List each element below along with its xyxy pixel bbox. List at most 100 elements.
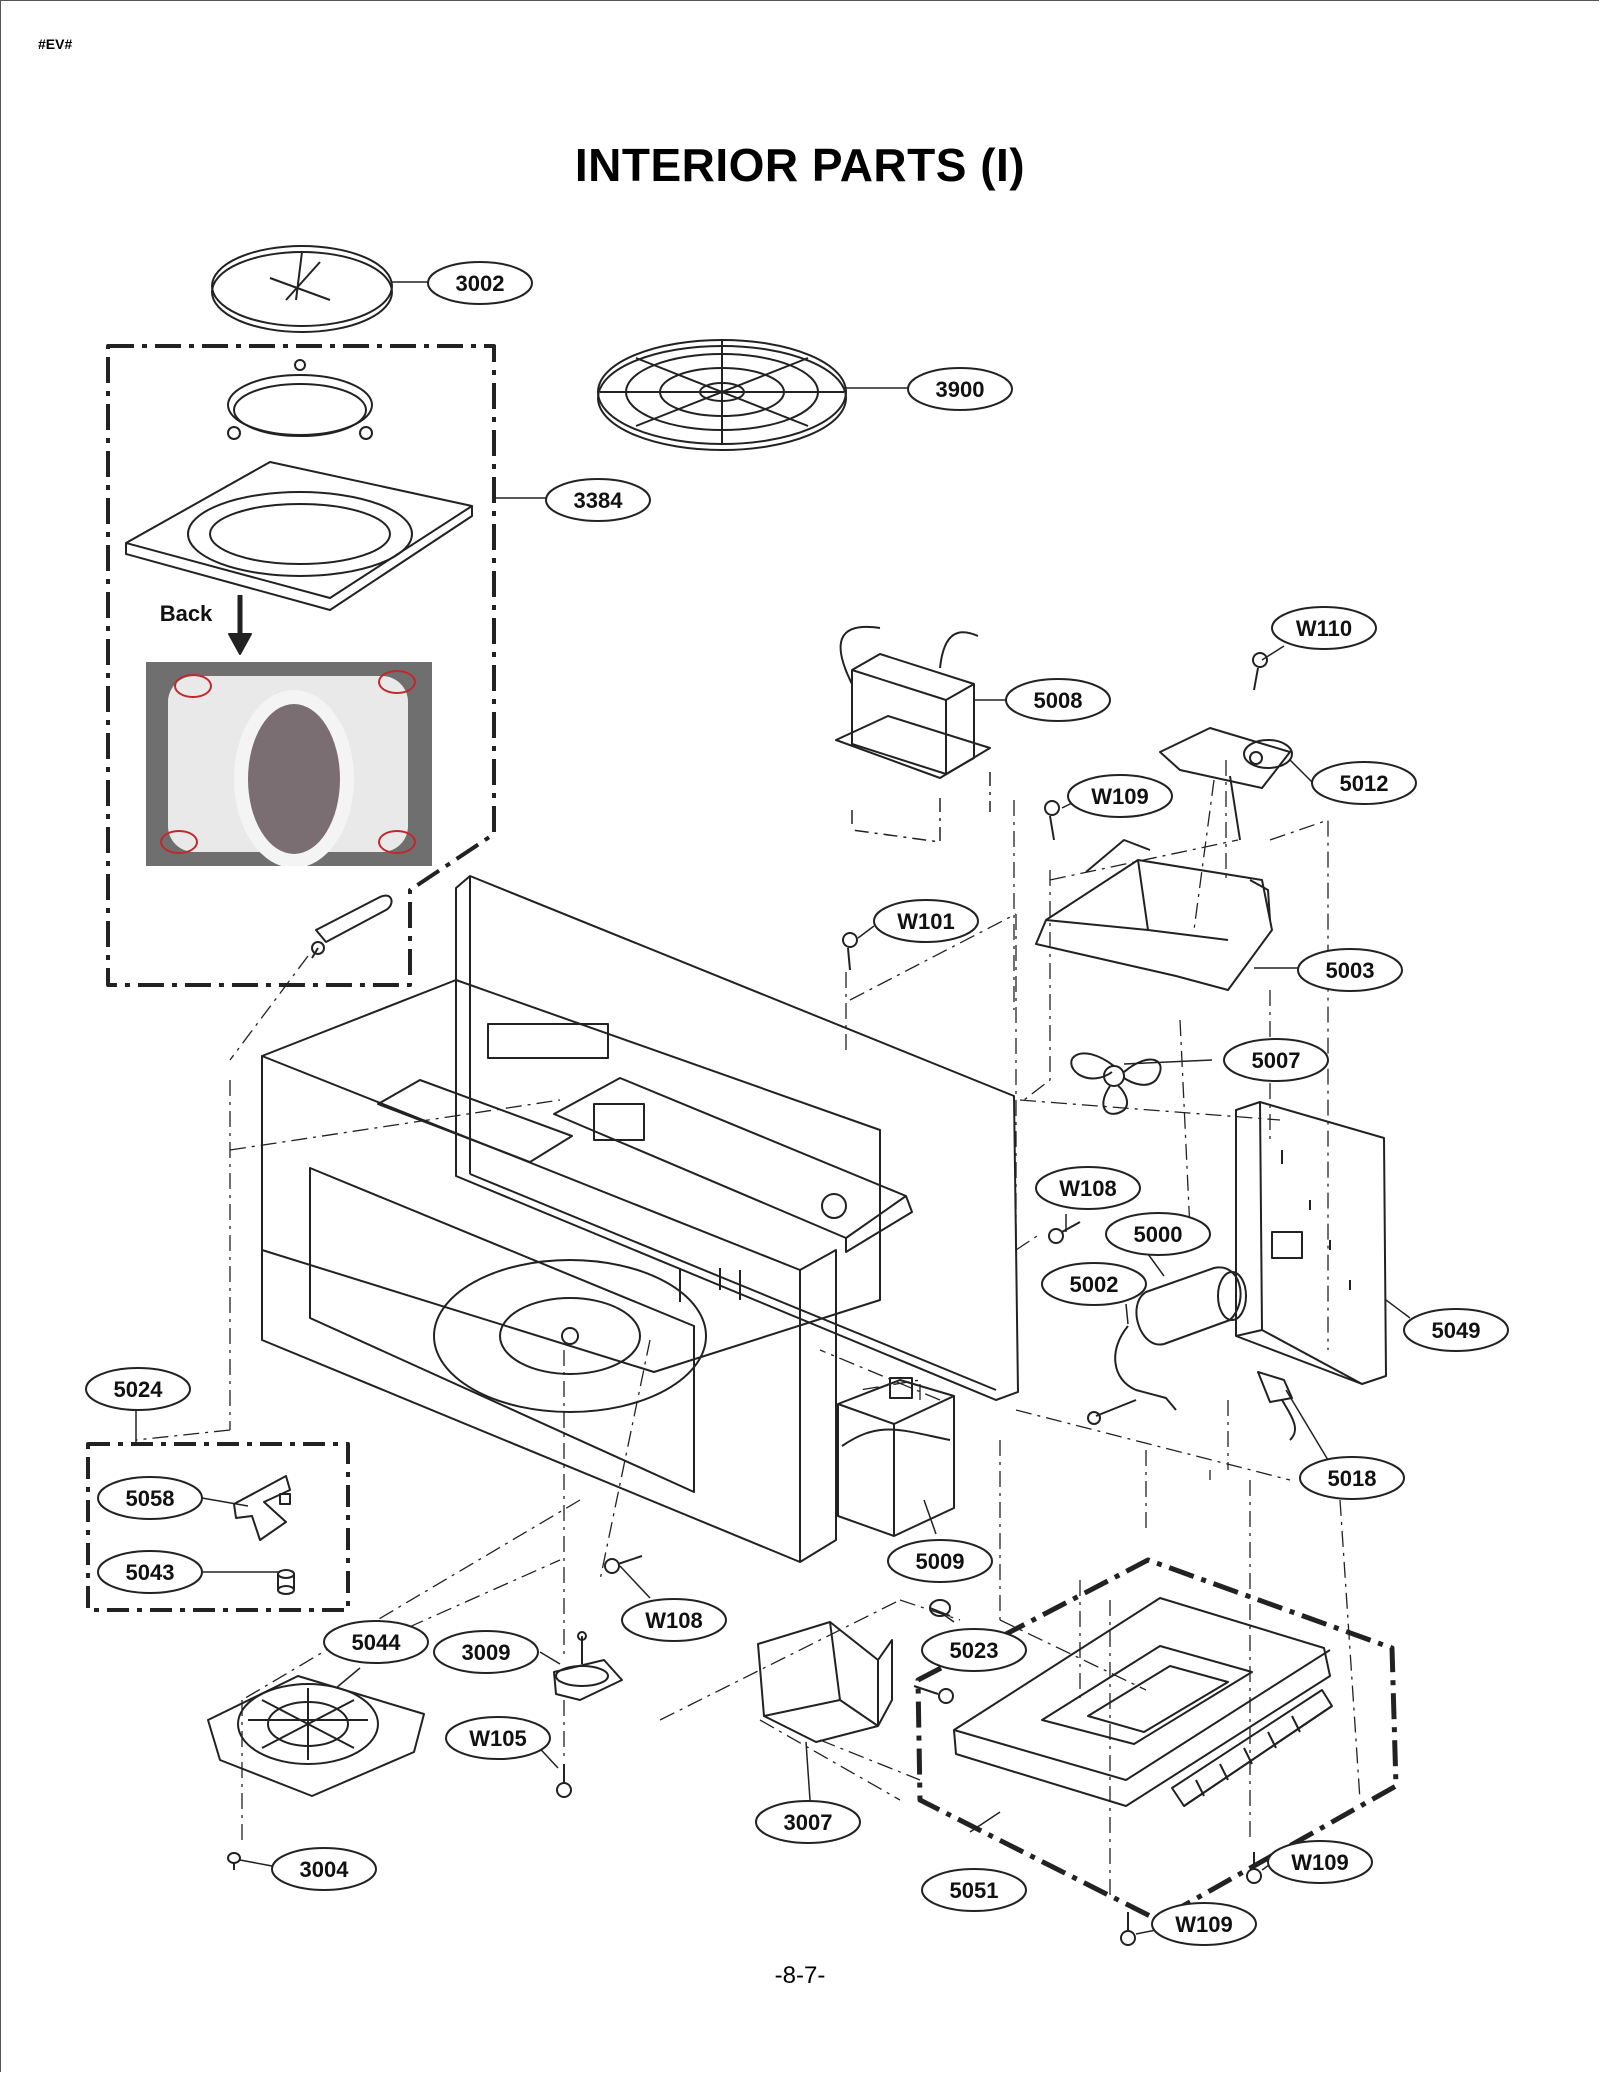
callout-label: 5008 xyxy=(1034,688,1083,713)
part-3002-tray xyxy=(211,245,393,333)
callout-3002 xyxy=(427,261,533,305)
part-cavity-frame xyxy=(261,875,1019,1563)
part-screw-3007 xyxy=(913,1685,954,1704)
callout-label: 3900 xyxy=(936,377,985,402)
callout-W101 xyxy=(873,899,979,943)
callout-label: 5058 xyxy=(126,1486,175,1511)
part-5012-damper-motor xyxy=(1159,727,1293,841)
part-waveguide-cover xyxy=(553,1077,913,1253)
callout-label: 5024 xyxy=(114,1377,164,1402)
part-3900-turntable xyxy=(597,339,847,451)
part-W105-screw xyxy=(556,1764,572,1798)
callout-label: 5012 xyxy=(1340,771,1389,796)
part-5051-grille xyxy=(1171,1689,1333,1807)
part-5007-fan xyxy=(1070,1052,1162,1115)
callout-label: 5000 xyxy=(1134,1222,1183,1247)
part-5051-base-plate xyxy=(953,1597,1331,1807)
callout-label: 5003 xyxy=(1326,958,1375,983)
callout-label: W109 xyxy=(1291,1850,1348,1875)
photo-inset xyxy=(146,662,432,866)
part-W108-screw-lower xyxy=(604,1555,643,1574)
callout-5043 xyxy=(97,1550,203,1594)
callout-ovals xyxy=(85,261,1509,1946)
callout-W108-lower xyxy=(621,1598,727,1642)
callout-label: 5018 xyxy=(1328,1466,1377,1491)
callout-label: 5051 xyxy=(950,1878,999,1903)
callout-W105 xyxy=(445,1716,551,1760)
callout-label: W109 xyxy=(1175,1912,1232,1937)
callout-label: 5002 xyxy=(1070,1272,1119,1297)
assembly-lines xyxy=(135,760,1361,1900)
page-number: -8-7- xyxy=(774,1962,826,1989)
callout-labels: 3002 3900 3384 W110 5008 5012 W109 W101 … xyxy=(114,271,1481,1937)
part-5009-magnetron xyxy=(837,1377,955,1537)
callout-label: W101 xyxy=(897,909,954,934)
part-5058-stirrer xyxy=(233,1475,291,1541)
callout-5024 xyxy=(85,1367,191,1411)
callout-label: W108 xyxy=(645,1608,702,1633)
callout-5012 xyxy=(1311,761,1417,805)
part-3009-motor xyxy=(553,1631,623,1701)
photo-marker-top-right xyxy=(378,670,416,694)
callout-label: W105 xyxy=(469,1726,526,1751)
part-W109-screw-bottom xyxy=(1120,1912,1136,1946)
callout-W109-right xyxy=(1267,1840,1373,1884)
callout-label: 5049 xyxy=(1432,1318,1481,1343)
part-coupler-lever xyxy=(311,894,393,959)
part-3384-roller-ring xyxy=(227,359,373,440)
callout-label: 3007 xyxy=(784,1810,833,1835)
part-W101-screw xyxy=(842,932,858,971)
callout-5023 xyxy=(921,1628,1027,1672)
callout-5003 xyxy=(1297,948,1403,992)
part-5049-side-plate xyxy=(1235,1101,1387,1385)
callout-3009 xyxy=(433,1630,539,1674)
callout-5049 xyxy=(1403,1308,1509,1352)
callout-label: 5009 xyxy=(916,1549,965,1574)
part-5044-stirrer-cover xyxy=(207,1675,425,1797)
callout-5008 xyxy=(1005,678,1111,722)
part-W110-screw xyxy=(1252,652,1268,691)
group-box-5051 xyxy=(915,1557,1399,1923)
part-5008-transformer xyxy=(835,625,991,843)
part-3007-plate xyxy=(757,1621,893,1743)
callout-W109-bottom xyxy=(1151,1902,1257,1946)
callout-5002 xyxy=(1041,1262,1147,1306)
callout-label: 5023 xyxy=(950,1638,999,1663)
callout-5051 xyxy=(921,1868,1027,1912)
callout-W110 xyxy=(1271,606,1377,650)
back-label: Back xyxy=(160,601,213,626)
callout-label: W108 xyxy=(1059,1176,1116,1201)
photo-marker-bottom-left xyxy=(160,830,198,854)
callout-label: 3009 xyxy=(462,1640,511,1665)
callout-label: 5043 xyxy=(126,1560,175,1585)
callout-3900 xyxy=(907,367,1013,411)
part-5002-diode xyxy=(1087,1325,1177,1425)
callout-3007 xyxy=(755,1800,861,1844)
callout-5000 xyxy=(1105,1212,1211,1256)
part-5043-shaft xyxy=(277,1569,295,1595)
part-5000-capacitor xyxy=(1135,1266,1247,1346)
callout-label: W109 xyxy=(1091,784,1148,809)
callout-W109 xyxy=(1067,774,1173,818)
callout-label: 3002 xyxy=(456,271,505,296)
part-3384-cover xyxy=(125,461,473,611)
callout-5007 xyxy=(1223,1038,1329,1082)
callout-3384 xyxy=(545,478,651,522)
back-arrow-head xyxy=(228,633,252,655)
callout-W108-right xyxy=(1035,1166,1141,1210)
photo-marker-top-left xyxy=(174,674,212,698)
callout-5009 xyxy=(887,1539,993,1583)
group-box-3384 xyxy=(106,344,496,987)
photo-marker-bottom-right xyxy=(378,830,416,854)
group-box-5024 xyxy=(86,1442,350,1612)
document-code: #EV# xyxy=(38,36,73,52)
leader-lines xyxy=(135,281,1411,1935)
callout-label: 5044 xyxy=(352,1630,402,1655)
callout-5058 xyxy=(97,1476,203,1520)
callout-5044 xyxy=(323,1620,429,1664)
callout-label: W110 xyxy=(1296,616,1352,641)
callout-5018 xyxy=(1299,1456,1405,1500)
part-5003-bracket xyxy=(1035,839,1273,991)
part-W108-screw-right xyxy=(1048,1221,1081,1244)
